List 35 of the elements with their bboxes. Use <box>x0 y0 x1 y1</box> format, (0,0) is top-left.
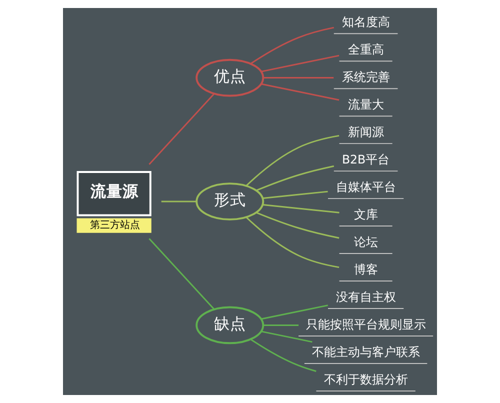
connector <box>246 134 340 186</box>
node-text: B2B平台 <box>342 152 390 166</box>
connector <box>250 338 316 372</box>
node-text: 博客 <box>354 262 378 276</box>
connector <box>263 77 334 79</box>
connector <box>250 26 334 64</box>
node-text: 论坛 <box>354 234 378 249</box>
node-ellipse: 缺点 <box>196 306 264 344</box>
node-text: 自媒体平台 <box>336 180 396 194</box>
connector <box>256 165 334 192</box>
node-text: 全重高 <box>348 42 384 56</box>
connector <box>246 216 340 268</box>
node-text: 不利于数据分析 <box>324 372 408 386</box>
node-text: 流量大 <box>348 97 384 112</box>
connector <box>261 83 340 101</box>
connector <box>256 212 340 239</box>
connector <box>262 190 328 199</box>
connector <box>261 330 312 343</box>
node-text: 知名度高 <box>342 14 390 29</box>
connector <box>261 54 340 72</box>
connector <box>263 324 299 326</box>
node-text: 只能按照平台规则显示 <box>306 317 426 332</box>
node-text: 新闻源 <box>348 124 384 139</box>
node-ellipse: 优点 <box>196 58 264 97</box>
node-text: 文库 <box>354 207 378 222</box>
connector <box>148 93 215 165</box>
node-text: 没有自主权 <box>336 290 396 304</box>
connector <box>161 200 196 202</box>
node-text: 系统完善 <box>342 70 390 84</box>
node-ellipse: 形式 <box>196 182 264 220</box>
connector <box>148 238 215 310</box>
connector <box>262 204 340 214</box>
connector <box>261 304 328 320</box>
node-label: 第三方站点 <box>90 220 140 232</box>
node-text: 不能主动与客户联系 <box>312 344 420 359</box>
